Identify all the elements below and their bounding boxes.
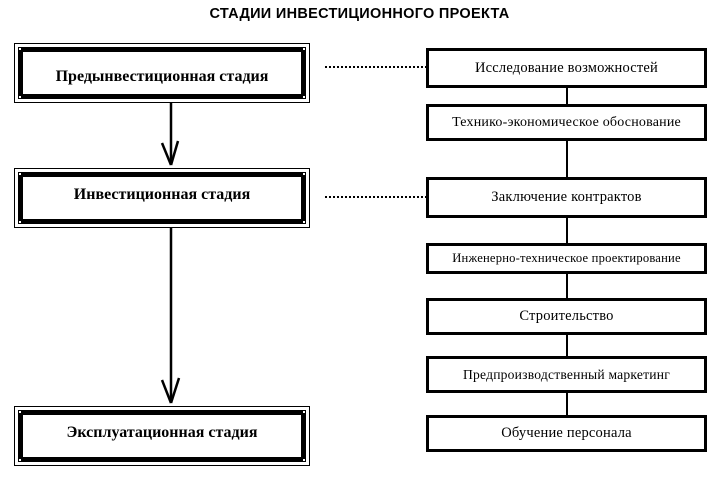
activity-box-engineering-design[interactable]: Инженерно-техническое проектирование [426,243,707,274]
stage-label: Инвестиционная стадия [73,186,251,203]
activity-box-contract-conclusion[interactable]: Заключение контрактов [426,177,707,218]
activity-label: Обучение персонала [501,425,632,442]
activity-box-personnel-training[interactable]: Обучение персонала [426,415,707,452]
corner-pip-icon [303,221,305,223]
activity-connector-3-4 [566,218,568,244]
activity-label: Исследование возможностей [474,59,659,76]
stage-box-frame: Предынвестиционная стадия [18,47,306,99]
stage-box-investment[interactable]: Инвестиционная стадия [14,168,310,228]
activity-connector-5-6 [566,334,568,357]
activity-box-preproduction-marketing[interactable]: Предпроизводственный маркетинг [426,356,707,393]
activity-connector-4-5 [566,273,568,299]
arrow-preinvestment-to-investment [156,103,186,168]
activity-box-opportunity-study[interactable]: Исследование возможностей [426,48,707,88]
activity-connector-1-2 [566,88,568,112]
activity-box-feasibility-study[interactable]: Технико-экономическое обоснование [426,104,707,141]
corner-pip-icon [303,459,305,461]
activity-connector-2-3 [566,141,568,181]
corner-pip-icon [19,96,21,98]
activity-label: Заключение контрактов [491,189,642,206]
activity-box-construction[interactable]: Строительство [426,298,707,335]
activity-connector-6-7 [566,392,568,416]
page-title: СТАДИИ ИНВЕСТИЦИОННОГО ПРОЕКТА [209,6,510,22]
dotted-connector-preinvestment [325,66,427,68]
activity-label: Технико-экономическое обоснование [452,114,681,130]
stage-box-operational[interactable]: Эксплуатационная стадия [14,406,310,466]
activity-label: Строительство [519,308,614,325]
stage-label: Эксплуатационная стадия [66,424,258,441]
stage-box-frame: Эксплуатационная стадия [18,410,306,462]
dotted-connector-investment [325,196,427,198]
activity-label: Предпроизводственный маркетинг [463,366,670,382]
stage-box-frame: Инвестиционная стадия [18,172,306,224]
corner-pip-icon [19,459,21,461]
stage-box-preinvestment[interactable]: Предынвестиционная стадия [14,43,310,103]
arrow-investment-to-operational [156,228,186,406]
corner-pip-icon [19,221,21,223]
activity-label: Инженерно-техническое проектирование [452,251,681,266]
corner-pip-icon [303,96,305,98]
stage-label: Предынвестиционная стадия [55,68,269,85]
